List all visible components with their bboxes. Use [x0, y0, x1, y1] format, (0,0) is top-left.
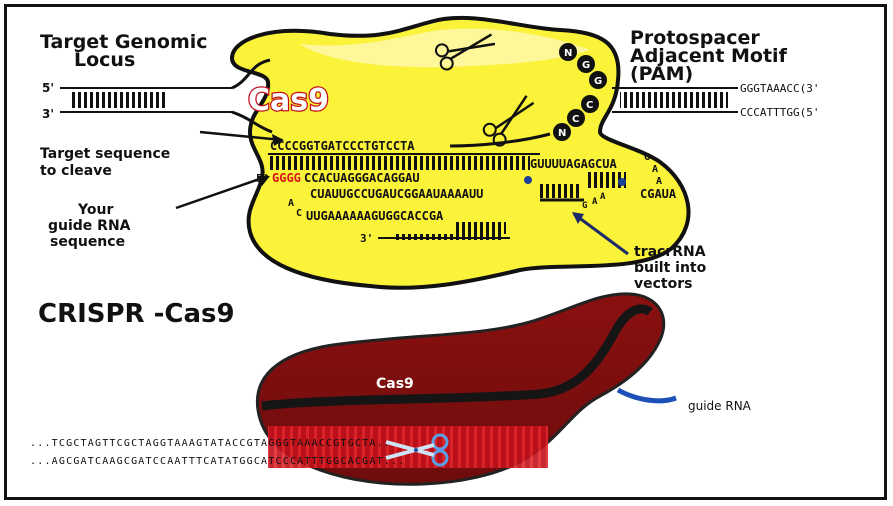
guide-label-1: Your [77, 202, 113, 218]
loop-left-1: A [288, 198, 294, 209]
pam-label-3: (PAM) [630, 63, 693, 85]
loop-right-1: G [582, 201, 587, 211]
guide-label-2: guide RNA [48, 218, 131, 234]
three-prime-top-label: 3' [42, 107, 54, 121]
pam-seq-top: GGGTAAACC(3' [740, 82, 819, 95]
target-seq-label-2: to cleave [40, 163, 112, 179]
guide-rna-tail [618, 390, 676, 401]
tracr-label-2: built into [634, 260, 707, 276]
pam-seq-bottom: CCCATTTGG(5' [740, 106, 819, 119]
guide-label-3: sequence [50, 234, 125, 250]
target-seq-label-1: Target sequence [40, 146, 170, 162]
tracr-mid-rungs [540, 184, 580, 198]
dna-left-rungs [72, 92, 168, 108]
loop-top-2: A [652, 164, 658, 175]
five-prime-top-label: 5' [42, 81, 54, 95]
tracr-label-3: vectors [634, 276, 692, 292]
tracr-mid-seq: CUAUUGCCUGAUCGGAAUAAAAUU [310, 187, 483, 201]
pam-base-2: G [582, 60, 590, 71]
stem-bead [618, 178, 626, 186]
bottom-dna-bottom-strand: ...AGCGATCAAGCGATCCAATTTCATATGGCATCCCATT… [30, 456, 405, 467]
tracr-label-1: tracrRNA [634, 244, 706, 260]
cas9-bottom-label: Cas9 [376, 376, 414, 392]
guide-rna-label: guide RNA [688, 399, 752, 413]
target-locus-label-2: Locus [74, 49, 135, 71]
tracr-lower-seq: UUGAAAAAAGUGGCACCGA [306, 209, 444, 223]
loop-right-2: A [592, 197, 598, 207]
guide-seq-red: GGGG [272, 171, 301, 185]
dna-right-rungs [620, 92, 728, 108]
loop-top-1: G [644, 152, 650, 163]
cas9-top-label: Cas9 [248, 83, 329, 118]
tracr-lower-rungs [454, 222, 506, 234]
pam-comp-2: C [572, 114, 579, 125]
stem-bead-2 [524, 176, 532, 184]
tracr-3prime-rungs [394, 234, 504, 240]
loop-left-2: C [296, 208, 302, 219]
target-dna-seq: CCCCGGTGATCCCTGTCCTA [270, 139, 415, 153]
pam-base-3: G [594, 76, 602, 87]
pam-base-1: N [564, 48, 572, 59]
guide-seq-black: CCACUAGGGACAGGAU [304, 171, 420, 185]
loop-right-3: A [600, 192, 606, 202]
guide-tail-seq: GUUUUAGAGCUA [530, 157, 617, 171]
crispr-title: CRISPR -Cas9 [38, 299, 235, 329]
tracr-right-seq: CGAUA [640, 187, 677, 201]
three-prime-lower: 3' [360, 232, 373, 245]
bottom-dna-top-strand: ...TCGCTAGTTCGCTAGGTAAAGTATACCGTAGGGTAAA… [30, 438, 398, 449]
pam-comp-3: C [586, 100, 593, 111]
loop-top-3: A [656, 176, 662, 187]
pam-comp-1: N [558, 128, 566, 139]
target-guide-pairing [268, 156, 530, 170]
